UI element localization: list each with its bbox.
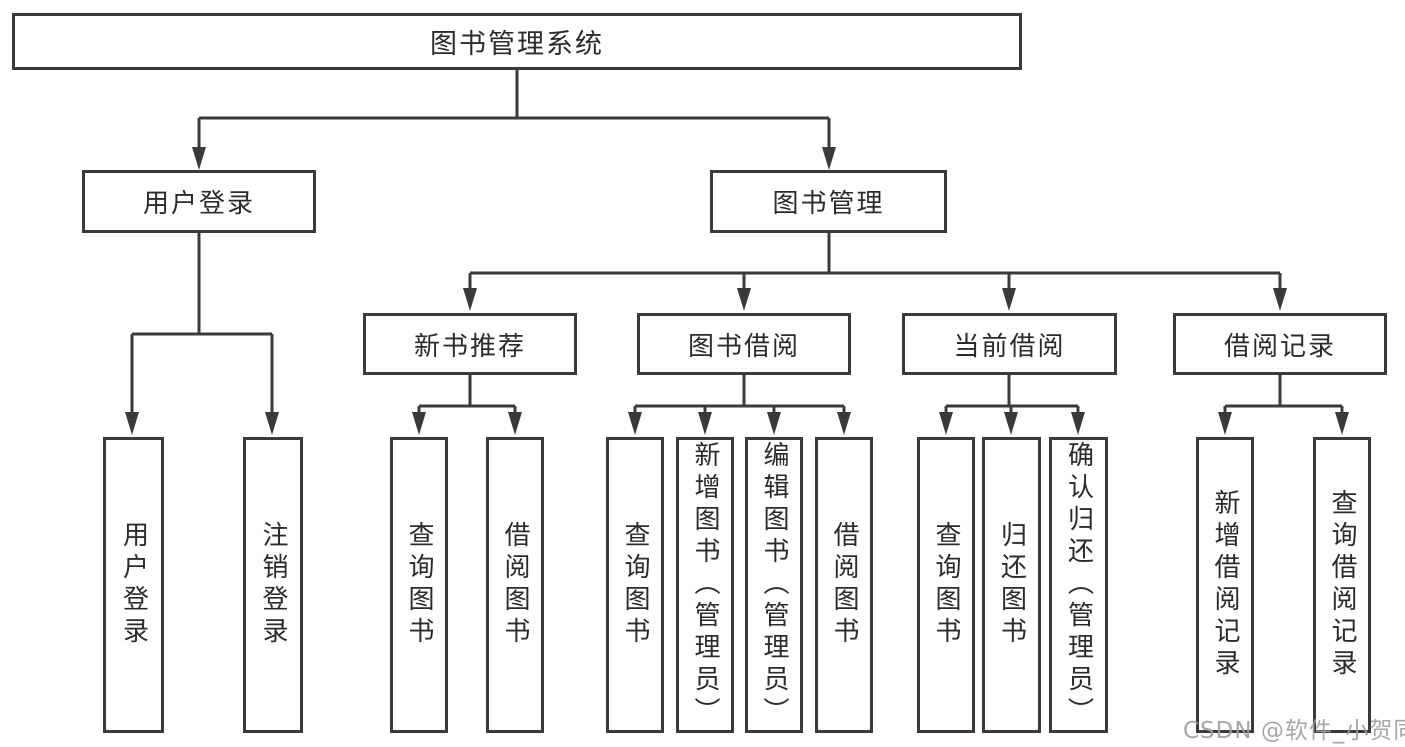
node-label: 编辑图书（管理员） <box>759 441 789 729</box>
arrowhead <box>265 412 279 435</box>
arrowhead <box>939 412 953 435</box>
node-label: 当前借阅 <box>953 331 1066 362</box>
arrowhead <box>767 412 781 435</box>
node-label: 查询借阅记录 <box>1327 489 1357 681</box>
arrowhead <box>1335 412 1349 435</box>
node-label: 图书管理 <box>772 189 885 219</box>
node-edit-book-admin: 编辑图书（管理员） <box>745 437 803 733</box>
connector-book-borrow-to-leaves <box>628 375 851 435</box>
arrowhead <box>412 412 426 435</box>
arrowhead <box>1218 412 1232 435</box>
arrowhead <box>737 288 751 311</box>
node-label: 新增借阅记录 <box>1210 489 1240 681</box>
node-label: 新书推荐 <box>413 331 526 362</box>
arrowhead <box>1004 412 1018 435</box>
node-label: 归还图书 <box>996 521 1027 649</box>
node-return-books: 归还图书 <box>982 437 1041 733</box>
connector-user-login-to-leaves <box>125 233 279 435</box>
node-label: 注销登录 <box>258 521 288 649</box>
arrowhead <box>1273 288 1287 311</box>
node-label: 新增图书（管理员） <box>690 441 720 729</box>
connector-borrow-records-to-leaves <box>1218 375 1349 435</box>
node-label: 查询图书 <box>620 521 650 649</box>
node-label: 图书管理系统 <box>430 29 604 60</box>
node-label: 借阅图书 <box>500 521 530 649</box>
node-borrow-books-recommend: 借阅图书 <box>486 437 544 733</box>
node-add-book-admin: 新增图书（管理员） <box>676 437 734 733</box>
node-book-management: 图书管理 <box>710 170 947 233</box>
node-library-management-system: 图书管理系统 <box>12 13 1022 70</box>
arrowhead <box>192 147 206 170</box>
connector-new-book-recommend-to-leaves <box>412 375 522 435</box>
node-label: 用户登录 <box>118 521 149 649</box>
arrowhead <box>1002 288 1016 311</box>
node-label: 查询图书 <box>931 521 961 649</box>
arrowhead <box>822 147 836 170</box>
arrowhead <box>1071 412 1085 435</box>
node-new-book-recommend: 新书推荐 <box>363 313 577 375</box>
node-label: 查询图书 <box>404 521 434 649</box>
node-label: 用户登录 <box>142 189 255 219</box>
node-label: 确认归还（管理员） <box>1063 441 1094 729</box>
arrowhead <box>125 412 139 435</box>
csdn-watermark: CSDN @软件_小贺同学 <box>1183 718 1405 744</box>
arrowhead <box>508 412 522 435</box>
connector-book-management-to-level2 <box>463 233 1287 311</box>
node-borrow-records: 借阅记录 <box>1173 313 1387 375</box>
node-add-borrow-record: 新增借阅记录 <box>1196 437 1254 733</box>
connector-root-to-level1 <box>192 70 836 170</box>
node-user-login-leaf: 用户登录 <box>103 437 164 733</box>
node-confirm-return-admin: 确认归还（管理员） <box>1049 437 1108 733</box>
node-borrow-books-leaf: 借阅图书 <box>815 437 873 733</box>
node-label: 借阅图书 <box>829 521 859 649</box>
node-query-books-recommend: 查询图书 <box>390 437 448 733</box>
arrowhead <box>628 412 642 435</box>
node-label: 借阅记录 <box>1223 331 1336 362</box>
connector-current-borrow-to-leaves <box>939 375 1085 435</box>
node-query-borrow-record: 查询借阅记录 <box>1313 437 1371 733</box>
node-label: 图书借阅 <box>687 331 800 362</box>
node-current-borrow: 当前借阅 <box>902 313 1117 375</box>
arrowhead <box>837 412 851 435</box>
node-query-books-current: 查询图书 <box>917 437 975 733</box>
node-book-borrow: 图书借阅 <box>637 313 851 375</box>
node-user-login: 用户登录 <box>82 170 316 233</box>
arrowhead <box>463 288 477 311</box>
arrowhead <box>698 412 712 435</box>
node-query-books-borrow: 查询图书 <box>606 437 664 733</box>
node-logout: 注销登录 <box>243 437 303 733</box>
